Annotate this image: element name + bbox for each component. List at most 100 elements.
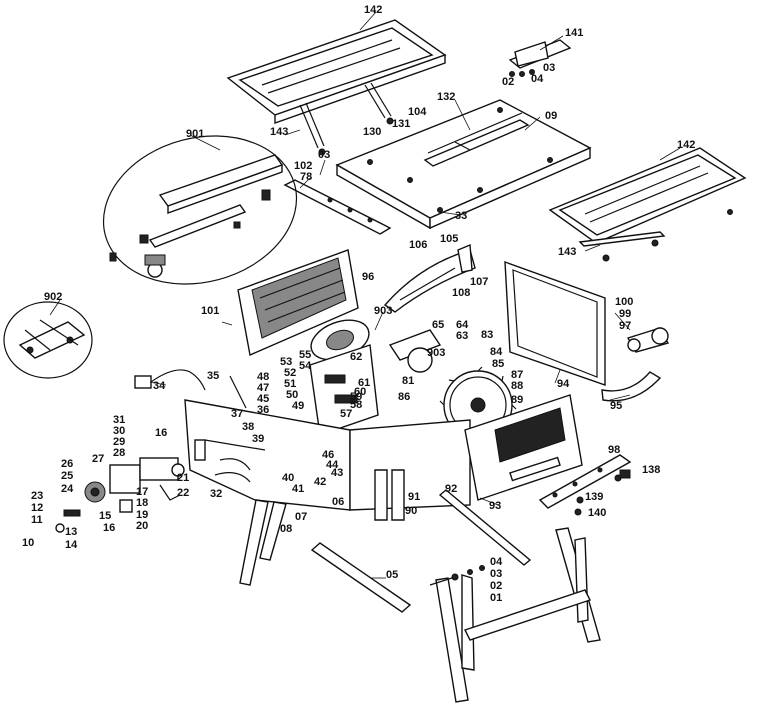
label: 10 [22, 537, 34, 549]
label: 143 [270, 126, 288, 138]
label: 11 [31, 514, 43, 526]
label: 08 [280, 523, 292, 535]
label: 53 [280, 356, 292, 368]
bracket-part-141 [508, 39, 572, 77]
label: 88 [511, 380, 523, 392]
detail-901-fence [102, 135, 298, 285]
label: 84 [490, 346, 503, 358]
label: 92 [445, 483, 457, 495]
label: 01 [490, 592, 502, 604]
label: 23 [31, 490, 43, 502]
power-cord [134, 369, 206, 391]
label: 36 [257, 404, 269, 416]
label: 131 [392, 118, 410, 130]
label: 49 [292, 400, 304, 412]
fence-rail [283, 179, 392, 235]
legs-left [239, 469, 405, 586]
label: 19 [136, 509, 148, 521]
label: 100 [615, 296, 633, 308]
label: 95 [610, 400, 622, 412]
legs-right [435, 527, 601, 703]
bolt-set-bottom [429, 565, 485, 586]
label: 30 [113, 425, 125, 437]
label: 27 [92, 453, 104, 465]
label: 901 [186, 128, 204, 140]
label: 105 [440, 233, 458, 245]
label: 38 [242, 421, 254, 433]
label: 22 [177, 487, 189, 499]
label: 09 [545, 110, 557, 122]
label: 141 [565, 27, 583, 39]
screw-139 [576, 496, 584, 504]
label: 48 [257, 371, 269, 383]
label: 142 [364, 4, 382, 16]
label: 91 [408, 491, 420, 503]
label: 39 [252, 433, 264, 445]
label: 54 [299, 360, 312, 372]
left-table-extension [226, 19, 447, 156]
label: 107 [470, 276, 488, 288]
label: 47 [257, 382, 269, 394]
dust-port [626, 327, 670, 353]
label: 51 [284, 378, 296, 390]
label: 24 [61, 483, 74, 495]
label: 14 [65, 539, 78, 551]
label: 45 [257, 393, 269, 405]
knob-138 [619, 469, 631, 479]
label: 33 [455, 210, 467, 222]
label: 140 [588, 507, 606, 519]
label: 41 [292, 483, 304, 495]
label: 35 [207, 370, 219, 382]
label: 46 [322, 449, 334, 461]
label: 43 [331, 467, 343, 479]
label: 32 [210, 488, 222, 500]
label: 03 [318, 149, 330, 161]
blade-guard [383, 243, 476, 313]
label: 85 [492, 358, 504, 370]
label: 96 [362, 271, 374, 283]
label: 52 [284, 367, 296, 379]
label: 62 [350, 351, 362, 363]
label: 31 [113, 414, 125, 426]
cross-brace-92 [438, 489, 532, 566]
label: 17 [136, 486, 148, 498]
motor-assembly [275, 319, 442, 470]
hose-95 [601, 371, 662, 402]
motor-end-parts [55, 457, 185, 533]
label: 142 [677, 139, 695, 151]
label: 61 [358, 377, 370, 389]
label: 132 [437, 91, 455, 103]
label: 44 [326, 459, 339, 471]
label: 99 [619, 308, 631, 320]
label: 50 [286, 389, 298, 401]
label: 143 [558, 246, 576, 258]
label: 05 [386, 569, 398, 581]
back-panel [237, 249, 359, 356]
frame-94 [504, 260, 606, 386]
label: 65 [432, 319, 444, 331]
label: 28 [113, 447, 125, 459]
label: 25 [61, 470, 73, 482]
label: 13 [65, 526, 77, 538]
screw-140 [574, 508, 582, 516]
label: 20 [136, 520, 148, 532]
label: 03 [543, 62, 555, 74]
label: 902 [44, 291, 62, 303]
label: 81 [402, 375, 414, 387]
label: 37 [231, 408, 243, 420]
label: 58 [350, 399, 362, 411]
label: 130 [363, 126, 381, 138]
label: 59 [350, 391, 362, 403]
label: 42 [314, 476, 326, 488]
label: 04 [490, 556, 503, 568]
label: 06 [332, 496, 344, 508]
label: 16 [155, 427, 167, 439]
label: 104 [408, 106, 427, 118]
label: 101 [201, 305, 219, 317]
label: 97 [619, 320, 631, 332]
label: 78 [300, 171, 312, 183]
label: 903 [374, 305, 392, 317]
right-table-extension [548, 147, 747, 262]
label: 90 [405, 505, 417, 517]
